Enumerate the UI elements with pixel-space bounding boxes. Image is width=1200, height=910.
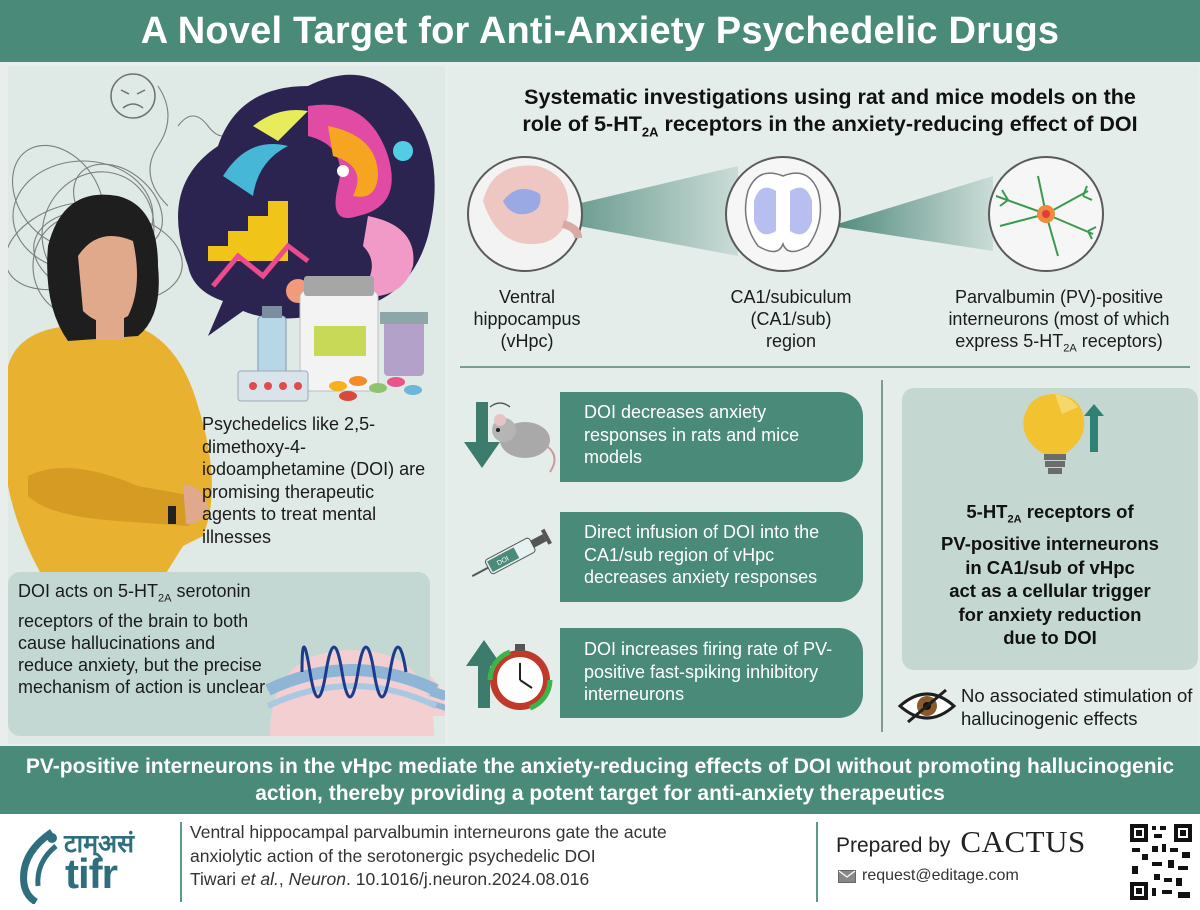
brain-region-illustrations: [467, 156, 1104, 272]
footer-separator-2: [816, 822, 818, 902]
systematic-title: Systematic investigations using rat and …: [522, 85, 1138, 140]
email-row[interactable]: request@editage.com: [838, 867, 1019, 885]
summary-text: PV-positive interneurons in the vHpc med…: [25, 755, 1175, 805]
finding-text-3: DOI increases firing rate of PV-positive…: [584, 639, 833, 704]
crossed-eye-icon: [897, 688, 957, 724]
cactus-brand: CACTUS: [960, 824, 1086, 859]
angry-face-icon: [110, 73, 156, 119]
finding-pill-3: [560, 628, 863, 718]
divider-vertical: [881, 380, 883, 732]
finding-pill-1: [560, 392, 863, 482]
brain-vhpc-icon: [467, 156, 583, 272]
divider-horizontal: [460, 366, 1190, 368]
conclusion-text: 5-HT2A receptors of PV-positive interneu…: [941, 501, 1159, 649]
doi-box-text: DOI acts on 5-HT2A serotonin receptors o…: [18, 581, 266, 697]
footer: [0, 814, 1200, 910]
envelope-icon: [838, 869, 856, 883]
finding-text-1: DOI decreases anxiety responses in rats …: [584, 402, 800, 467]
psychedelic-cloud-icon: [178, 74, 435, 336]
lightbulb-puzzle-icon: [1023, 394, 1104, 474]
label-vhpc: Ventral hippocampus (vHpc): [473, 287, 581, 351]
title-bar: A Novel Target for Anti-Anxiety Psychede…: [0, 0, 1200, 62]
summary-bar: PV-positive interneurons in the vHpc med…: [0, 746, 1200, 814]
woman-figure-icon: [8, 194, 212, 586]
footer-separator-1: [180, 822, 182, 902]
tifr-logo-hindi: टाम्असं: [64, 830, 135, 858]
brain-ca1-icon: [725, 156, 841, 272]
medicine-bottles-icon: [237, 276, 428, 402]
finding-pill-2: [560, 512, 863, 602]
tifr-logo-icon: [20, 829, 58, 904]
neuron-pv-icon: [988, 156, 1104, 272]
syringe-icon: DOI: [471, 528, 552, 578]
mouse-down-arrow-icon: [464, 402, 556, 473]
beam-1: [526, 166, 738, 256]
stopwatch-up-arrow-icon: [466, 640, 553, 711]
intro-text: Psychedelics like 2,5-dimethoxy-4-iodoam…: [202, 414, 426, 547]
citation: Ventral hippocampal parvalbumin interneu…: [190, 822, 667, 889]
beam-2: [831, 176, 993, 251]
prepared-by: Prepared by CACTUS: [836, 824, 1086, 860]
page-title: A Novel Target for Anti-Anxiety Psychede…: [140, 9, 1060, 52]
label-pv: Parvalbumin (PV)-positive interneurons (…: [948, 287, 1170, 355]
prepared-by-label: Prepared by: [836, 834, 951, 857]
tifr-logo-text: tifr: [65, 850, 118, 897]
receptor-illustration: [265, 645, 439, 736]
qr-code-icon[interactable]: [1128, 822, 1194, 902]
finding-text-2: Direct infusion of DOI into the CA1/sub …: [584, 522, 820, 587]
no-stimulation-text: No associated stimulation of hallucinoge…: [961, 685, 1193, 729]
label-ca1: CA1/subiculum (CA1/sub) region: [730, 287, 852, 351]
email-link[interactable]: request@editage.com: [862, 867, 1019, 884]
